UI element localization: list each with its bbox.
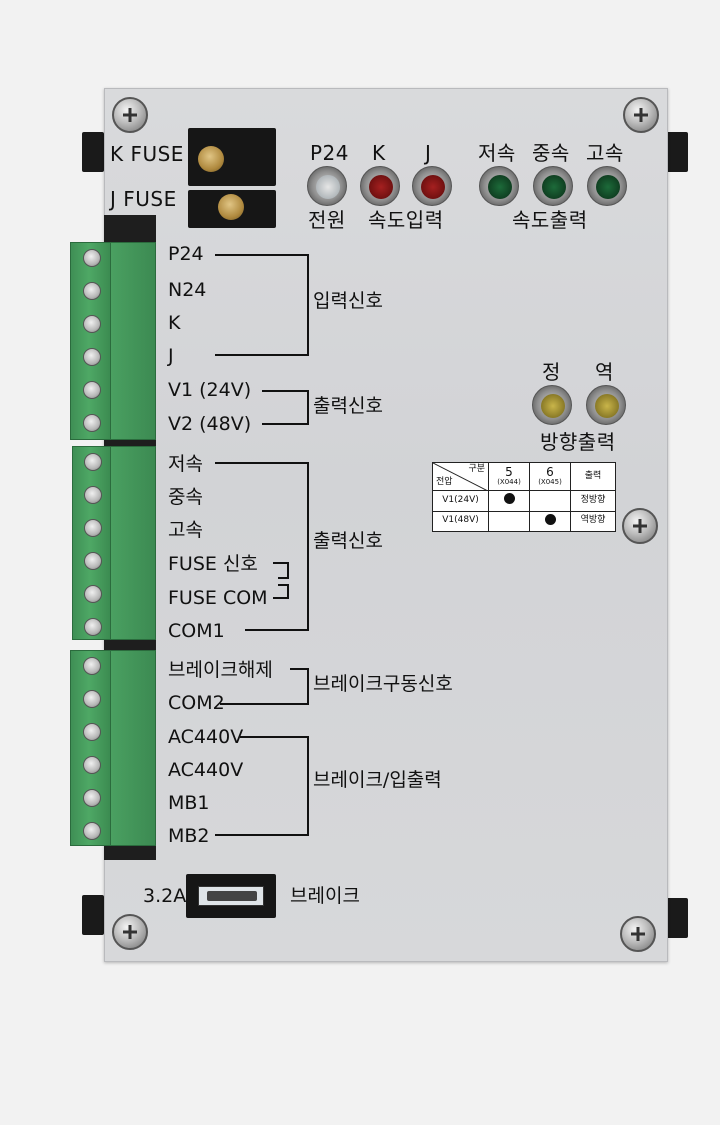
j-fuse-holder[interactable] — [188, 190, 276, 228]
terminal-screw-icon[interactable] — [83, 756, 101, 774]
brake-fuse-rating: 3.2A — [143, 885, 187, 907]
low-speed-led-icon — [479, 166, 519, 206]
terminal-label-fuse-com: FUSE COM — [168, 587, 268, 609]
forward-label: 정 — [542, 360, 561, 384]
j-fuse-label: J FUSE — [110, 187, 177, 211]
speed-output-caption: 속도출력 — [512, 208, 588, 232]
mounting-ear-top-right — [666, 132, 688, 172]
direction-spec-table: 구분 전압 5(X044) 6(X045) 출력 V1(24V) 정방향 V1(… — [432, 462, 616, 532]
group5-title: 브레이크/입출력 — [313, 769, 442, 791]
brake-fuse-holder[interactable] — [186, 874, 276, 918]
terminal-screw-icon[interactable] — [83, 822, 101, 840]
terminal-plug-3 — [110, 650, 156, 846]
k-fuse-label: K FUSE — [110, 142, 184, 166]
terminal-screw-icon[interactable] — [84, 618, 102, 636]
terminal-label-brake-release: 브레이크해제 — [168, 659, 273, 681]
table-row-output: 역방향 — [570, 510, 616, 532]
terminal-screw-icon[interactable] — [83, 381, 101, 399]
terminal-screw-icon[interactable] — [83, 414, 101, 432]
terminal-label-n24: N24 — [168, 279, 207, 301]
terminal-screw-icon[interactable] — [83, 690, 101, 708]
terminal-label-low-speed: 저속 — [168, 453, 203, 475]
terminal-label-ac440v-1: AC440V — [168, 726, 244, 748]
mid-speed-led-icon — [533, 166, 573, 206]
terminal-label-mb1: MB1 — [168, 792, 210, 814]
terminal-label-fuse-signal: FUSE 신호 — [168, 553, 258, 575]
terminal-label-ac440v-2: AC440V — [168, 759, 244, 781]
group2-title: 출력신호 — [313, 395, 383, 417]
terminal-screw-icon[interactable] — [84, 585, 102, 603]
mounting-ear-bottom-right — [666, 898, 688, 938]
table-corner-cell: 구분 전압 — [432, 462, 489, 491]
group1-title: 입력신호 — [313, 290, 383, 312]
terminal-screw-icon[interactable] — [84, 486, 102, 504]
screw-bottom-left-icon — [112, 914, 148, 950]
terminal-plug-1 — [110, 242, 156, 440]
speed-input-caption: 속도입력 — [368, 208, 444, 232]
high-speed-led-icon — [587, 166, 627, 206]
table-col6-header: 6(X045) — [529, 462, 571, 491]
screw-top-left-icon — [112, 97, 148, 133]
led-label-mid-speed: 중속 — [532, 141, 570, 165]
power-led-icon — [307, 166, 347, 206]
power-caption: 전원 — [308, 208, 346, 232]
j-fuse-knob-icon — [218, 194, 244, 220]
k-input-led-icon — [360, 166, 400, 206]
brake-fuse-label: 브레이크 — [290, 885, 360, 907]
active-dot-icon — [544, 513, 556, 525]
terminal-block-1 — [70, 242, 112, 440]
reverse-label: 역 — [595, 360, 614, 384]
terminal-screw-icon[interactable] — [83, 348, 101, 366]
mounting-ear-top-left — [82, 132, 104, 172]
group3-title: 출력신호 — [313, 530, 383, 552]
terminal-label-p24: P24 — [168, 243, 204, 265]
terminal-screw-icon[interactable] — [83, 657, 101, 675]
terminal-screw-icon[interactable] — [83, 723, 101, 741]
led-label-k: K — [372, 141, 386, 165]
reverse-led-icon — [586, 385, 626, 425]
terminal-block-2 — [72, 446, 112, 640]
screw-bottom-right-icon — [620, 916, 656, 952]
forward-led-icon — [532, 385, 572, 425]
led-label-low-speed: 저속 — [478, 141, 516, 165]
terminal-block-3 — [70, 650, 112, 846]
screw-right-icon — [622, 508, 658, 544]
terminal-label-v1: V1 (24V) — [168, 379, 252, 401]
terminal-screw-icon[interactable] — [84, 552, 102, 570]
terminal-screw-icon[interactable] — [84, 519, 102, 537]
terminal-screw-icon[interactable] — [83, 282, 101, 300]
terminal-screw-icon[interactable] — [84, 453, 102, 471]
active-dot-icon — [503, 493, 515, 505]
terminal-label-v2: V2 (48V) — [168, 413, 252, 435]
terminal-screw-icon[interactable] — [83, 315, 101, 333]
k-fuse-knob-icon — [198, 146, 224, 172]
group4-title: 브레이크구동신호 — [313, 673, 453, 695]
terminal-label-k: K — [168, 312, 181, 334]
terminal-plug-2 — [110, 446, 156, 640]
terminal-label-high-speed: 고속 — [168, 519, 203, 541]
terminal-label-mid-speed: 중속 — [168, 486, 203, 508]
table-output-header: 출력 — [570, 462, 616, 491]
terminal-label-j: J — [168, 345, 174, 367]
direction-output-caption: 방향출력 — [540, 430, 616, 454]
terminal-screw-icon[interactable] — [83, 249, 101, 267]
mounting-ear-bottom-left — [82, 895, 104, 935]
k-fuse-holder[interactable] — [188, 128, 276, 186]
j-input-led-icon — [412, 166, 452, 206]
led-label-high-speed: 고속 — [586, 141, 624, 165]
brake-fuse-glass-icon — [198, 886, 264, 906]
terminal-label-com2: COM2 — [168, 692, 225, 714]
terminal-screw-icon[interactable] — [83, 789, 101, 807]
led-label-j: J — [425, 141, 432, 165]
terminal-label-com1: COM1 — [168, 620, 225, 642]
terminal-label-mb2: MB2 — [168, 825, 210, 847]
led-label-p24: P24 — [310, 141, 350, 165]
screw-top-right-icon — [623, 97, 659, 133]
